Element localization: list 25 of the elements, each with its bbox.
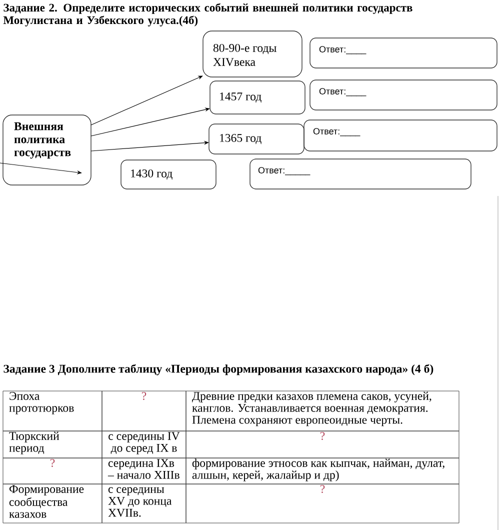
table-cell: с середины IV до серед IX в [102,430,186,458]
answer-box: Ответ:_____ [250,158,472,190]
date-box: 80-90-е годы XIVвека [202,30,302,78]
table-cell: середина IXв – начало XIIIв [102,458,186,484]
topic-box: Внешняя политика государств [2,114,92,186]
table-cell: Тюркский период [2,430,102,458]
answer-box: Ответ:____ [310,38,498,68]
table-cell: Эпоха прототюрков [2,390,102,432]
table-cell: с середины XV до конца XVIIв. [102,484,186,524]
date-box: 1457 год [210,80,306,114]
table-cell: формирование этносов как кыпчак, найман, дулат, алшын, керей, жалайыр и др) [186,458,460,484]
heading: Задание 3 Дополните таблицу «Периоды формирования казахского народа» (4 б) [4,364,434,376]
heading: Задание 2. Определите исторических событий внешней политики государств Могулистана и Узбекского улуса.(4б) [3,3,412,26]
table-cell: Древние предки казахов племена саков, усуней, канглов. Устанавливается военная демократия. Племена сохраняют европеоидные черты. [186,390,460,432]
table-cell: ? [2,458,102,484]
table-cell: ? [102,390,186,432]
date-box: 1365 год [208,124,304,154]
arrow [90,108,210,136]
answer-box: Ответ:____ [304,120,498,152]
table-cell: Формирование сообщества казахов [2,484,102,524]
table-cell: ? [186,430,460,458]
arrow [90,76,203,126]
table-cell: ? [186,484,460,524]
date-box: 1430 год [120,160,216,190]
answer-box: Ответ:____ [310,80,498,110]
